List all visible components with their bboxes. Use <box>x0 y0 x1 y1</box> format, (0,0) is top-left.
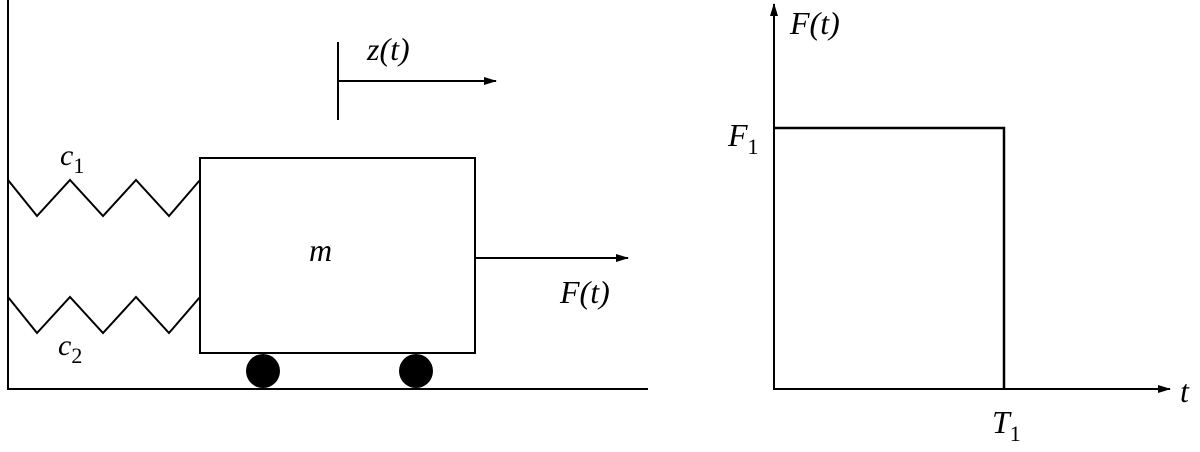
mass-block <box>199 157 476 354</box>
spring-c2-label: c2 <box>58 329 82 368</box>
spring-c1 <box>7 178 201 218</box>
spring-c1-label: c1 <box>60 139 84 178</box>
displacement-label: z(t) <box>366 31 410 67</box>
duration-label: T1 <box>992 404 1021 446</box>
wheel-left <box>246 354 280 388</box>
force-arrow-label: F(t) <box>559 274 610 310</box>
force-level-label: F1 <box>727 117 759 159</box>
spring-c2 <box>7 295 201 335</box>
force-pulse <box>774 126 1006 389</box>
force-time-graph: F(t) t F1 T1 <box>727 3 1190 446</box>
mechanical-system: c1 c2 m z(t) F(t) <box>7 0 648 390</box>
wheel-right <box>399 354 433 388</box>
graph-y-axis-label: F(t) <box>789 5 840 41</box>
graph-x-axis-label: t <box>1180 373 1190 409</box>
mass-label: m <box>309 232 332 268</box>
